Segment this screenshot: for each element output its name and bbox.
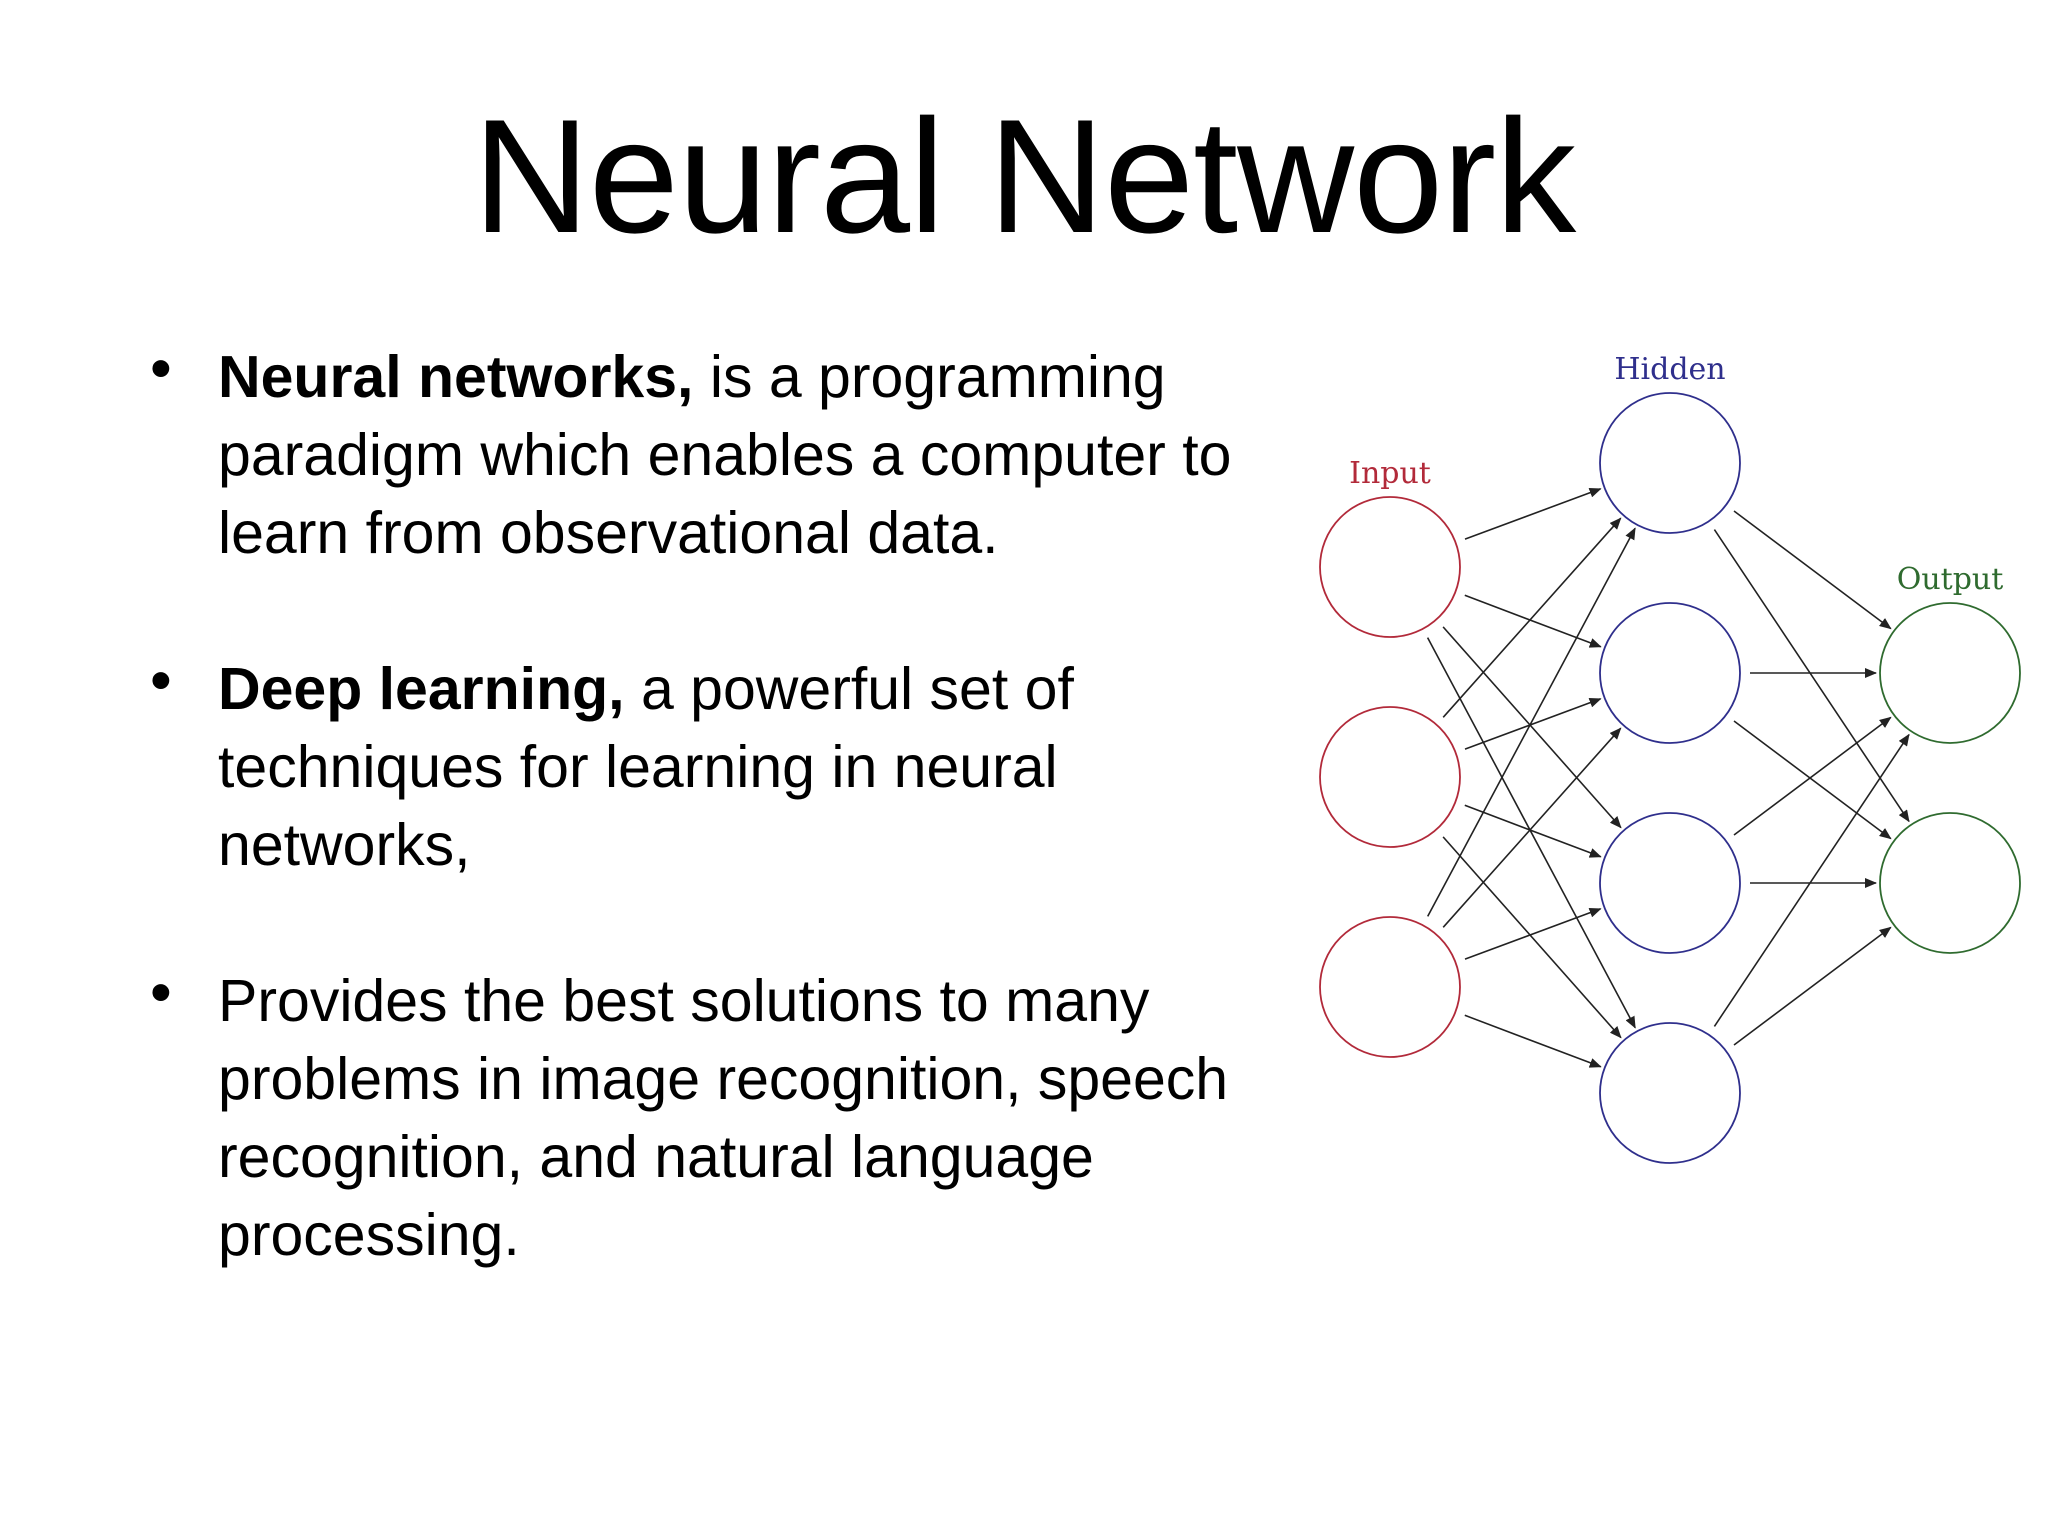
connection-arrow	[1442, 836, 1622, 1039]
bullet-dot: •	[150, 646, 172, 715]
connection-arrow	[1464, 1014, 1602, 1068]
bullet-item: • Provides the best solutions to many pr…	[150, 962, 1280, 1274]
connection-arrow	[1713, 733, 1910, 1027]
connection-arrow	[1442, 626, 1622, 829]
nodes-group	[1319, 392, 2021, 1164]
layer-label-output: Output	[1897, 562, 2004, 597]
connection-arrow	[1464, 907, 1602, 960]
bullet-list: • Neural networks, is a programming para…	[150, 338, 1280, 1352]
layer-label-input: Input	[1349, 456, 1431, 491]
input-neuron	[1319, 496, 1461, 638]
input-neuron	[1319, 916, 1461, 1058]
connection-arrow	[1733, 926, 1892, 1046]
output-neuron	[1879, 602, 2021, 744]
connection-arrow	[1464, 594, 1602, 648]
bullet-body-text: is a programming paradigm which enables …	[218, 344, 1232, 566]
connection-arrow	[1464, 697, 1602, 750]
bullet-lead-text: Deep learning,	[218, 656, 625, 722]
connection-arrow	[1713, 529, 1910, 823]
slide-title: Neural Network	[472, 86, 1576, 267]
hidden-neuron	[1599, 602, 1741, 744]
hidden-neuron	[1599, 812, 1741, 954]
edges-group	[1426, 487, 1910, 1068]
layer-label-hidden: Hidden	[1614, 352, 1725, 387]
bullet-item: • Deep learning, a powerful set of techn…	[150, 650, 1280, 884]
input-neuron	[1319, 706, 1461, 848]
bullet-dot: •	[150, 334, 172, 403]
connection-arrow	[1733, 720, 1892, 840]
bullet-body-text: a powerful set of techniques for learnin…	[218, 656, 1074, 878]
connection-arrow	[1733, 716, 1892, 836]
connection-arrow	[1442, 727, 1622, 928]
hidden-neuron	[1599, 392, 1741, 534]
bullet-item: • Neural networks, is a programming para…	[150, 338, 1280, 572]
connection-arrow	[1464, 804, 1602, 858]
connection-arrow	[1426, 527, 1636, 917]
bullet-lead-text: Neural networks,	[218, 344, 694, 410]
connection-arrow	[1426, 637, 1636, 1029]
connection-arrow	[1442, 517, 1622, 718]
bullet-body-text: Provides the best solutions to many prob…	[218, 968, 1229, 1268]
bullet-dot: •	[150, 958, 172, 1027]
connection-arrow	[1464, 487, 1602, 540]
connection-arrow	[1733, 510, 1892, 630]
hidden-neuron	[1599, 1022, 1741, 1164]
output-neuron	[1879, 812, 2021, 954]
